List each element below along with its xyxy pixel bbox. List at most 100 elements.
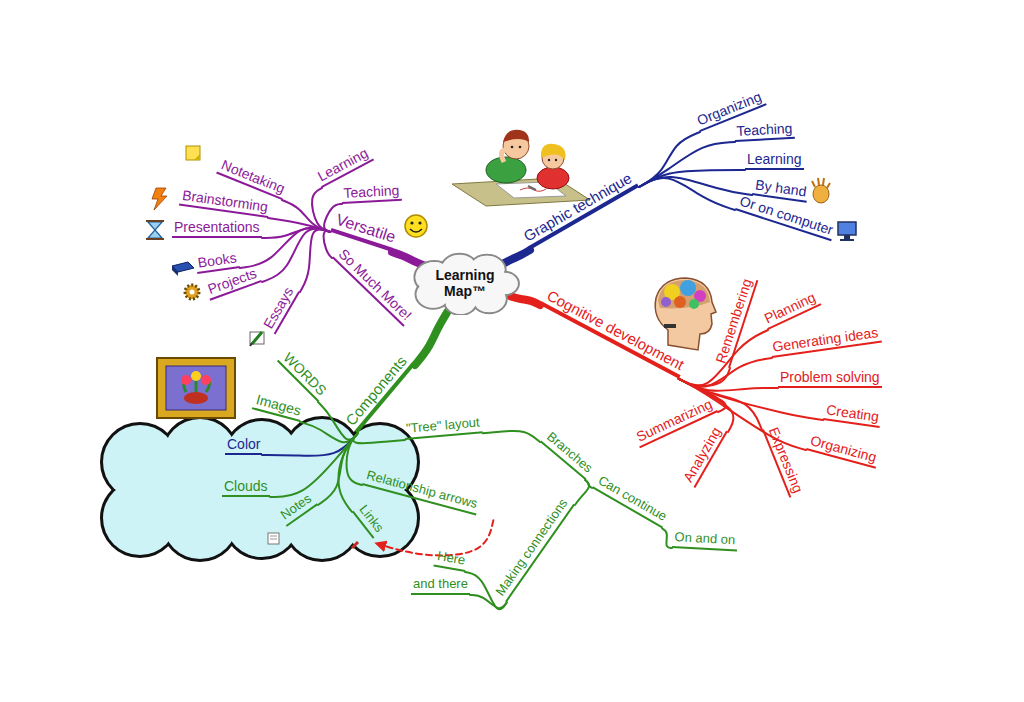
cloud-fill	[416, 254, 518, 313]
note-icon	[186, 146, 200, 160]
book-icon	[172, 262, 194, 276]
branch-line	[511, 296, 540, 305]
branch-text: Remembering	[712, 277, 754, 366]
branch-word: Organizing	[806, 432, 880, 469]
branch-text: Notetaking	[219, 157, 287, 197]
branch-text: Problem solving	[780, 369, 880, 385]
branch-line	[318, 433, 358, 505]
branch-text: Planning	[762, 289, 818, 327]
branch-text: Essays	[260, 284, 297, 331]
branch-text: Color	[227, 436, 260, 452]
branch-line	[262, 229, 330, 282]
branch-word: Presentations	[172, 219, 262, 238]
branch-word: Branches	[540, 428, 597, 480]
note-icon	[268, 533, 279, 544]
link-icon	[352, 542, 358, 548]
pencil-icon	[250, 332, 264, 346]
branch-line	[300, 422, 358, 442]
branch-word: Creating	[823, 401, 882, 428]
branch-line	[353, 433, 405, 443]
cloud-fill	[103, 419, 417, 559]
branch-word: WORDS	[277, 348, 331, 402]
gear-icon	[185, 285, 199, 299]
branch-text: Can continue	[595, 473, 669, 524]
branch-text: Making connections	[493, 496, 571, 599]
branch-word: Here	[433, 549, 468, 572]
branch-line	[300, 229, 330, 292]
branch-word: Clouds	[222, 478, 270, 497]
branch-word: Problem solving	[778, 369, 882, 388]
branch-text: Brainstorming	[181, 187, 269, 215]
branch-line	[503, 250, 530, 264]
branch-line	[639, 178, 735, 210]
cloud-outline	[102, 418, 418, 560]
branch-text: "Tree" layout	[405, 415, 480, 436]
branch-text: and there	[413, 577, 468, 592]
pencil-icon	[252, 332, 262, 344]
people-illustration	[501, 150, 506, 162]
branch-text: Creating	[825, 401, 880, 424]
branch-text: Versatile	[334, 211, 398, 247]
branch-text: Presentations	[174, 219, 260, 235]
people-illustration	[537, 167, 569, 189]
note-icon	[270, 536, 277, 539]
hourglass-icon	[146, 238, 164, 240]
branch-word: Essays	[259, 283, 300, 335]
branch-text: By hand	[754, 176, 807, 199]
branch-text: Generating ideas	[771, 324, 879, 355]
branch-word: Projects	[204, 264, 262, 301]
monitor-icon	[838, 222, 856, 241]
central-cloud: Learning Map™	[410, 252, 520, 315]
brain-head-illustration	[664, 324, 676, 328]
branch-word: and there	[411, 577, 470, 595]
branch-line	[415, 310, 449, 365]
people-illustration	[541, 144, 566, 160]
hourglass-icon	[146, 220, 164, 222]
branch-word: Planning	[760, 288, 821, 330]
branch-line	[470, 595, 507, 608]
branch-line	[575, 480, 589, 505]
smiley-icon	[410, 221, 413, 224]
monitor-icon	[838, 222, 856, 235]
branch-text: Images	[254, 391, 303, 418]
branch-word: "Tree" layout	[403, 415, 482, 440]
people-illustration	[503, 130, 529, 142]
gear-icon	[190, 290, 195, 295]
branch-word: Learning	[313, 144, 374, 188]
link-icon	[352, 542, 358, 548]
branch-text: Books	[197, 249, 238, 270]
branch-line	[483, 431, 540, 442]
note-icon	[186, 146, 200, 160]
branch-word: On and on	[672, 530, 738, 551]
branch-word: Images	[252, 391, 305, 422]
people-illustration	[519, 146, 522, 149]
branch-text: Analyzing	[680, 424, 724, 485]
people-illustration	[528, 186, 536, 190]
picture-frame	[157, 358, 235, 418]
branch-word: Generating ideas	[769, 324, 881, 358]
book-icon	[172, 266, 178, 276]
hourglass-icon	[148, 222, 162, 238]
branch-word: Color	[225, 436, 262, 455]
pencil-icon	[250, 343, 252, 346]
branch-text: Here	[436, 549, 466, 569]
hand-icon	[812, 178, 830, 203]
branch-word: Can continue	[592, 472, 671, 528]
picture-frame	[157, 358, 235, 418]
branch-line	[392, 252, 424, 266]
picture-frame	[201, 375, 211, 385]
monitor-icon	[844, 235, 850, 239]
lightning-icon	[152, 188, 167, 210]
branch-word: Teaching	[341, 182, 402, 204]
branch-line	[282, 200, 330, 232]
branch-text: Teaching	[343, 182, 400, 201]
brain-head-illustration	[655, 278, 716, 350]
smiley-icon	[410, 229, 422, 232]
branch-line	[270, 433, 358, 497]
brain-head-illustration	[655, 278, 716, 350]
note-icon	[194, 154, 200, 160]
picture-frame	[191, 371, 201, 381]
branch-word: Books	[195, 249, 240, 274]
branch-line	[662, 529, 672, 549]
